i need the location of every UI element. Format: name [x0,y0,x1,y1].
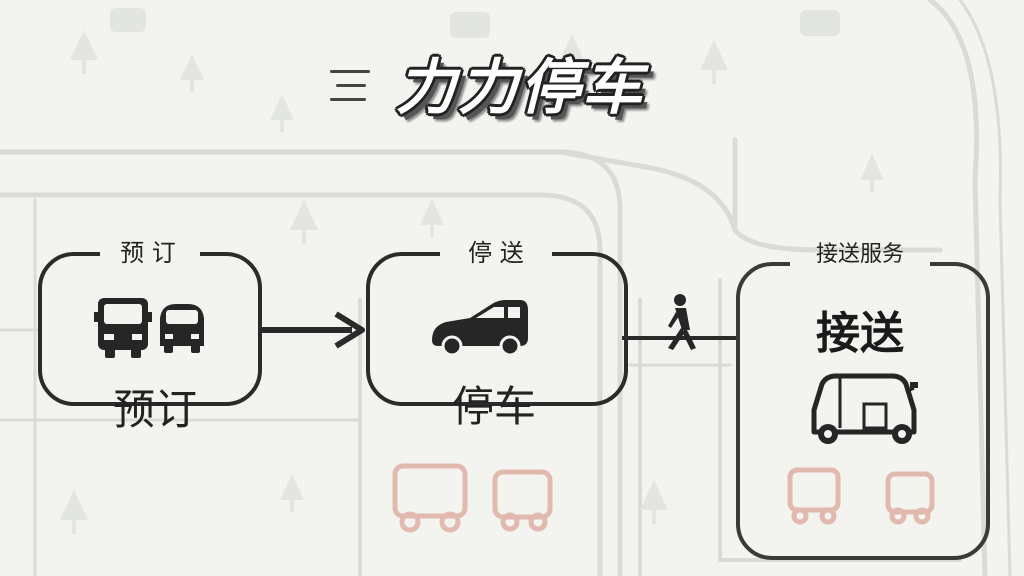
car-icon [432,300,528,357]
page-title: 力力停车 [396,53,644,123]
shuttle-cart-icon [811,373,918,444]
step-main-label-shuttle: 接送 [816,308,904,359]
title-speed-streak [330,70,370,73]
step-top-label-parking: 停 送 [468,239,524,267]
step-main-label-booking: 预订 [112,385,197,434]
frame-gap [100,248,200,260]
title-speed-streak [336,84,366,87]
step-top-label-shuttle: 接送服务 [815,242,904,267]
step-main-label-parking: 停车 [451,382,536,431]
step-top-label-booking: 预 订 [120,239,176,267]
frame-gap [440,248,552,260]
walking-person-icon [668,294,696,350]
title-speed-streak [330,98,366,101]
frame-gap [790,258,930,270]
bus-and-van-icon [94,298,204,358]
arrow-right-icon [258,311,365,349]
